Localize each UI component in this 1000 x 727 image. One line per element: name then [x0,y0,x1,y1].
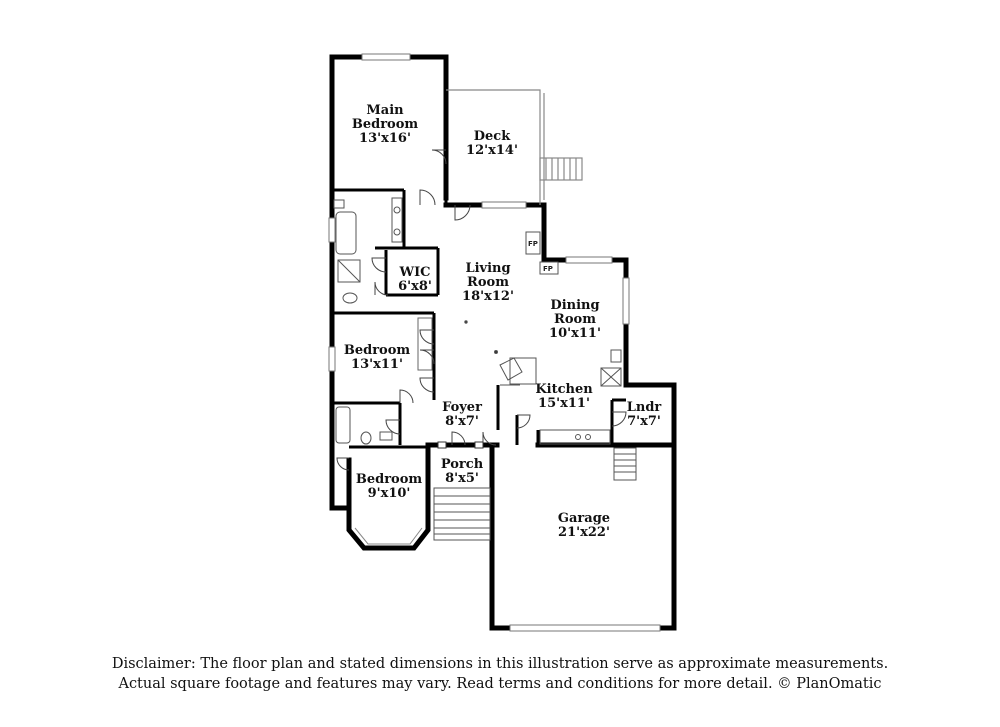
closets [417,317,433,371]
floor-plan [328,53,677,632]
windows [328,53,661,632]
porch-steps [433,487,491,541]
room-size: 10'x11' [549,326,601,341]
room-label-porch: Porch 8'x5' [438,458,486,486]
room-size: 15'x11' [538,396,590,411]
room-name: Lndr [626,400,662,415]
kitchen-fixtures [464,320,622,445]
fireplace [525,231,559,275]
room-name: Living [465,261,511,276]
disclaimer-line-1: Disclaimer: The floor plan and stated di… [111,656,889,672]
room-label-kitchen: Kitchen 15'x11' [532,383,596,411]
room-name: Room [554,312,596,327]
room-label-foyer: Foyer 8'x7' [438,401,486,429]
room-size: 8'x7' [445,414,479,429]
room-size: 13'x16' [359,131,411,146]
room-label-main-bedroom: Main Bedroom 13'x16' [350,104,420,146]
door-thresholds [437,441,484,449]
garage-steps [613,447,637,481]
room-size: 18'x12' [462,289,514,304]
room-label-laundry: Lndr 7'x7' [624,401,664,429]
room-name: Garage [557,511,611,526]
bay-window [354,527,423,545]
interior-walls [332,188,626,449]
room-size: 13'x11' [351,357,403,372]
room-name: Bedroom [355,472,423,487]
room-label-bedroom-3: Bedroom 9'x10' [354,473,424,501]
room-size: 6'x8' [398,279,432,294]
room-label-deck: Deck 12'x14' [462,130,522,158]
room-name: Main [366,103,404,118]
disclaimer-line-2: Actual square footage and features may v… [118,676,882,692]
room-label-garage: Garage 21'x22' [550,512,618,540]
room-size: 7'x7' [627,414,661,429]
room-name: WIC [399,265,431,280]
fireplace-label: FP [528,240,538,248]
room-name: Kitchen [535,382,593,397]
room-label-wic: WIC 6'x8' [393,266,437,294]
deck-outline [446,89,583,205]
room-label-bedroom-2: Bedroom 13'x11' [342,344,412,372]
room-size: 21'x22' [558,525,610,540]
room-label-dining-room: Dining Room 10'x11' [544,299,606,341]
room-name: Bedroom [351,117,419,132]
room-name: Bedroom [343,343,411,358]
fireplace-label: FP [543,265,553,273]
room-name: Foyer [442,400,482,415]
doors [336,149,627,471]
room-name: Porch [440,457,484,472]
room-size: 8'x5' [445,471,479,486]
room-size: 9'x10' [367,486,411,501]
bath-fixtures [333,197,403,445]
room-label-living-room: Living Room 18'x12' [458,262,518,304]
room-name: Room [467,275,509,290]
room-name: Deck [473,129,511,144]
room-name: Dining [550,298,600,313]
room-size: 12'x14' [466,143,518,158]
